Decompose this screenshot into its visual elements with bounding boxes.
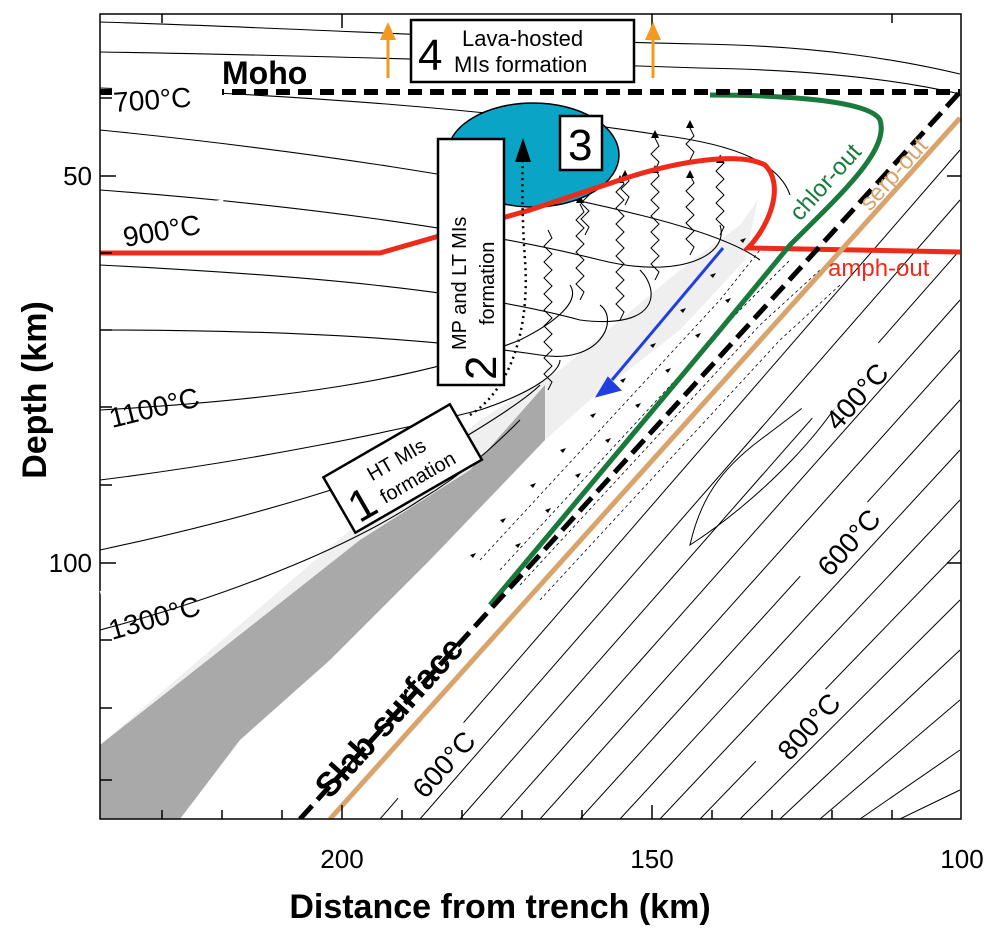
stage-4-box	[409, 18, 636, 84]
lava-ascent-arrows	[380, 22, 661, 78]
stage-3-box	[558, 114, 604, 172]
melt-dotted-arrowhead	[515, 138, 531, 162]
moho-label: Moho	[222, 55, 307, 91]
slab-surface-line	[298, 90, 961, 819]
x-ticks	[161, 14, 893, 819]
stage-3-number: 3	[568, 121, 592, 170]
stage-4-number: 4	[418, 31, 442, 80]
melt-dotted-path	[469, 149, 527, 417]
amph-out-line	[100, 156, 961, 256]
wedge-gray-zone	[100, 385, 545, 819]
stage-2-box: 2 MP and LT MIs formation	[436, 137, 506, 387]
x-tick-100: 100	[940, 844, 983, 874]
melt-ascent-zigzags	[543, 127, 725, 391]
x-tick-200: 200	[320, 844, 363, 874]
ascent-arrowhead-left	[380, 22, 396, 40]
ascent-arrowhead-right	[645, 22, 661, 40]
stage-2-number: 2	[457, 356, 506, 380]
chlor-out-line	[488, 92, 884, 607]
stage-4-line2: MIs formation	[454, 52, 587, 77]
stage-2-line1: MP and LT MIs	[449, 217, 471, 350]
y-tick-50: 50	[63, 161, 92, 191]
mantle-flow-arrow	[610, 247, 725, 381]
x-tick-150: 150	[630, 844, 673, 874]
y-axis-title: Depth (km)	[16, 301, 54, 479]
plot-frame	[99, 13, 962, 820]
mantle-flow-arrowhead	[594, 376, 622, 398]
serp-out-line	[328, 116, 961, 819]
amph-out-label: amph-out	[828, 255, 930, 282]
x-axis-title: Distance from trench (km)	[289, 888, 710, 926]
stage-4-line1: Lava-hosted	[462, 26, 583, 51]
fluid-dashed-lines	[479, 249, 841, 601]
fluid-arrowheads	[470, 238, 746, 558]
y-ticks	[100, 97, 961, 781]
y-tick-100: 100	[49, 548, 92, 578]
stage-2-line2: formation	[477, 242, 499, 325]
isotherm-700: 700°C	[112, 82, 192, 118]
